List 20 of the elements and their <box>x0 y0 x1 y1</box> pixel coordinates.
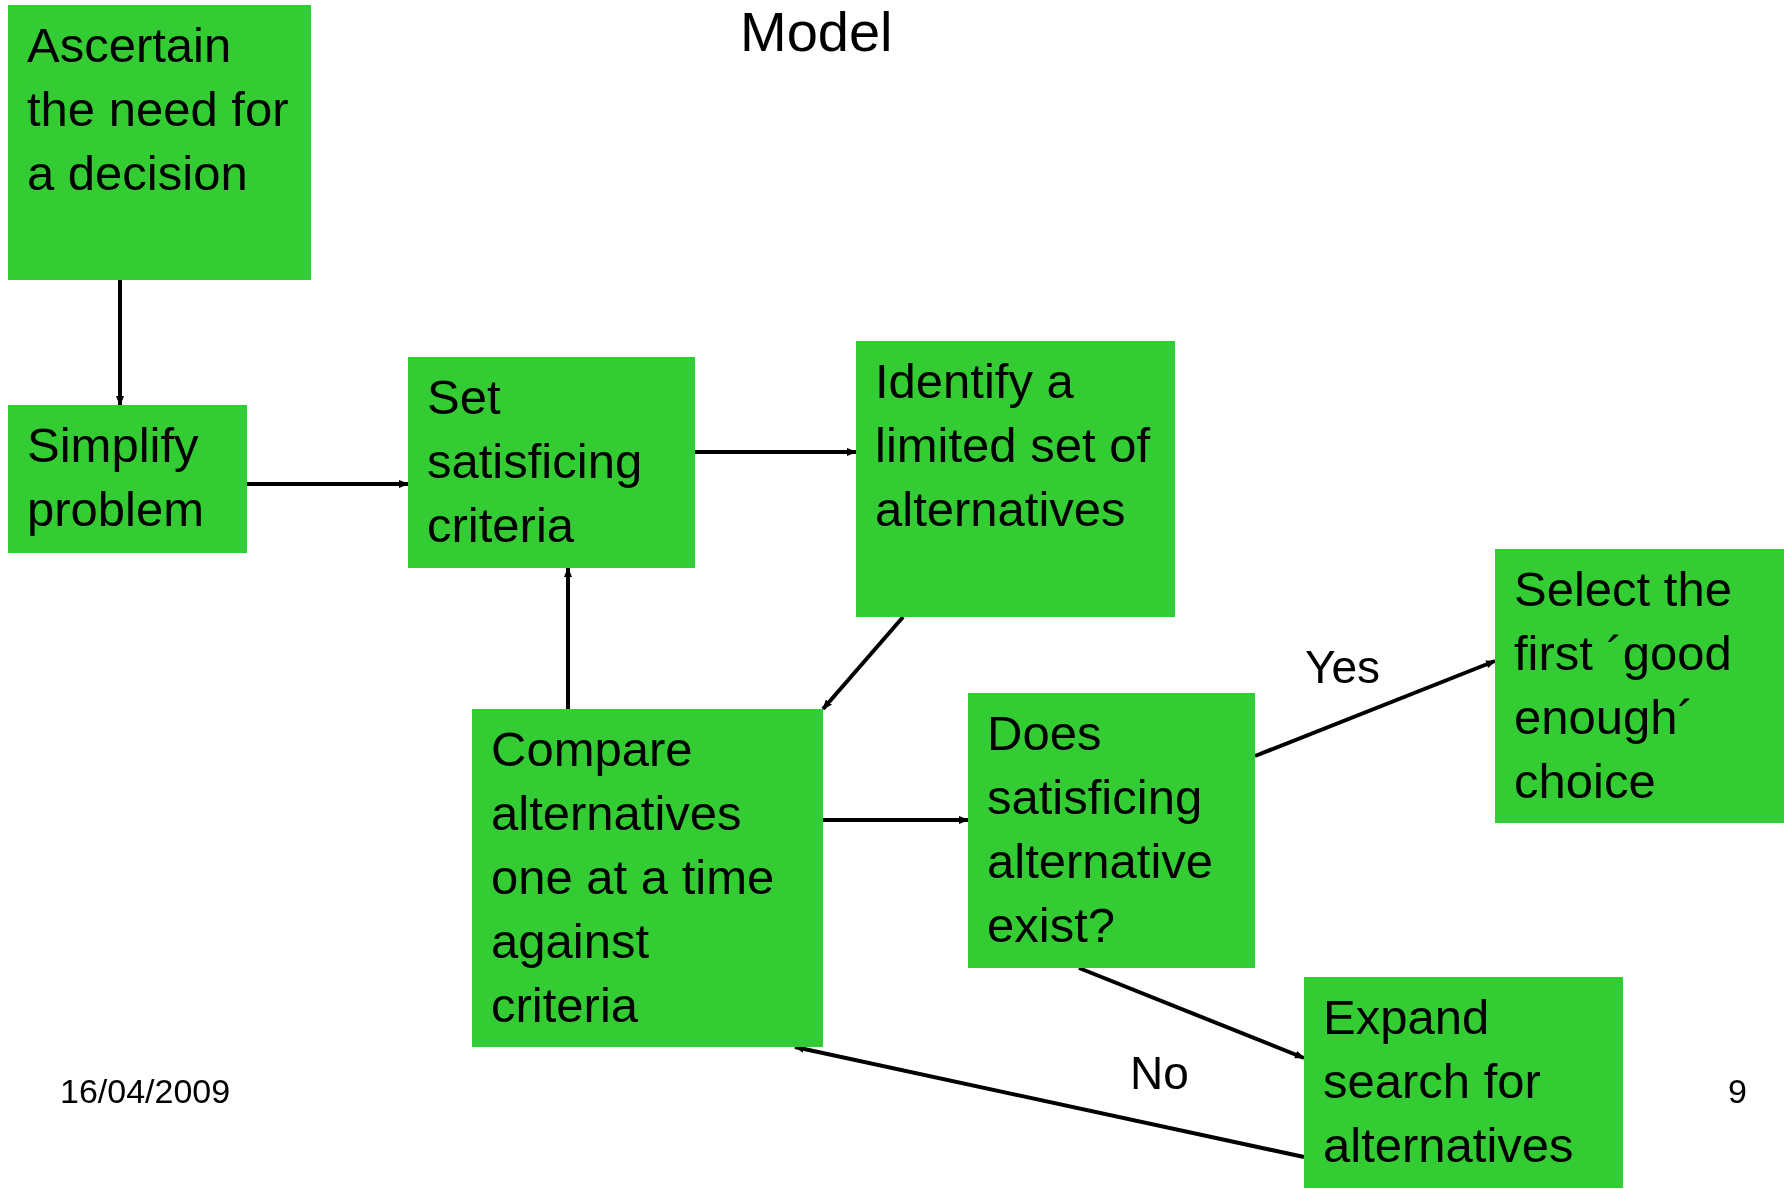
arrow <box>1254 659 1496 758</box>
arrow <box>1078 966 1305 1060</box>
title: Model <box>740 0 893 64</box>
date-label: 16/04/2009 <box>60 1071 231 1112</box>
process-box: Does satisficing alternative exist? <box>968 693 1255 968</box>
process-box: Ascertain the need for a decision <box>8 5 311 280</box>
process-box: Simplify problem <box>8 405 247 553</box>
process-box: Identify a limited set of alternatives <box>856 341 1175 617</box>
process-box: Expand search for alternatives <box>1304 977 1623 1188</box>
arrow <box>823 816 969 824</box>
process-box: Select the first ´good enough´ choice <box>1495 549 1784 823</box>
arrow <box>247 480 409 488</box>
process-box: Set satisficing criteria <box>408 357 695 568</box>
arrow <box>821 615 905 711</box>
process-box: Compare alternatives one at a time against criteria <box>472 709 823 1047</box>
page-number: 9 <box>1728 1071 1747 1112</box>
arrow <box>564 567 572 709</box>
arrow <box>794 1045 1305 1159</box>
arrow <box>695 448 857 456</box>
arrow <box>116 280 124 406</box>
